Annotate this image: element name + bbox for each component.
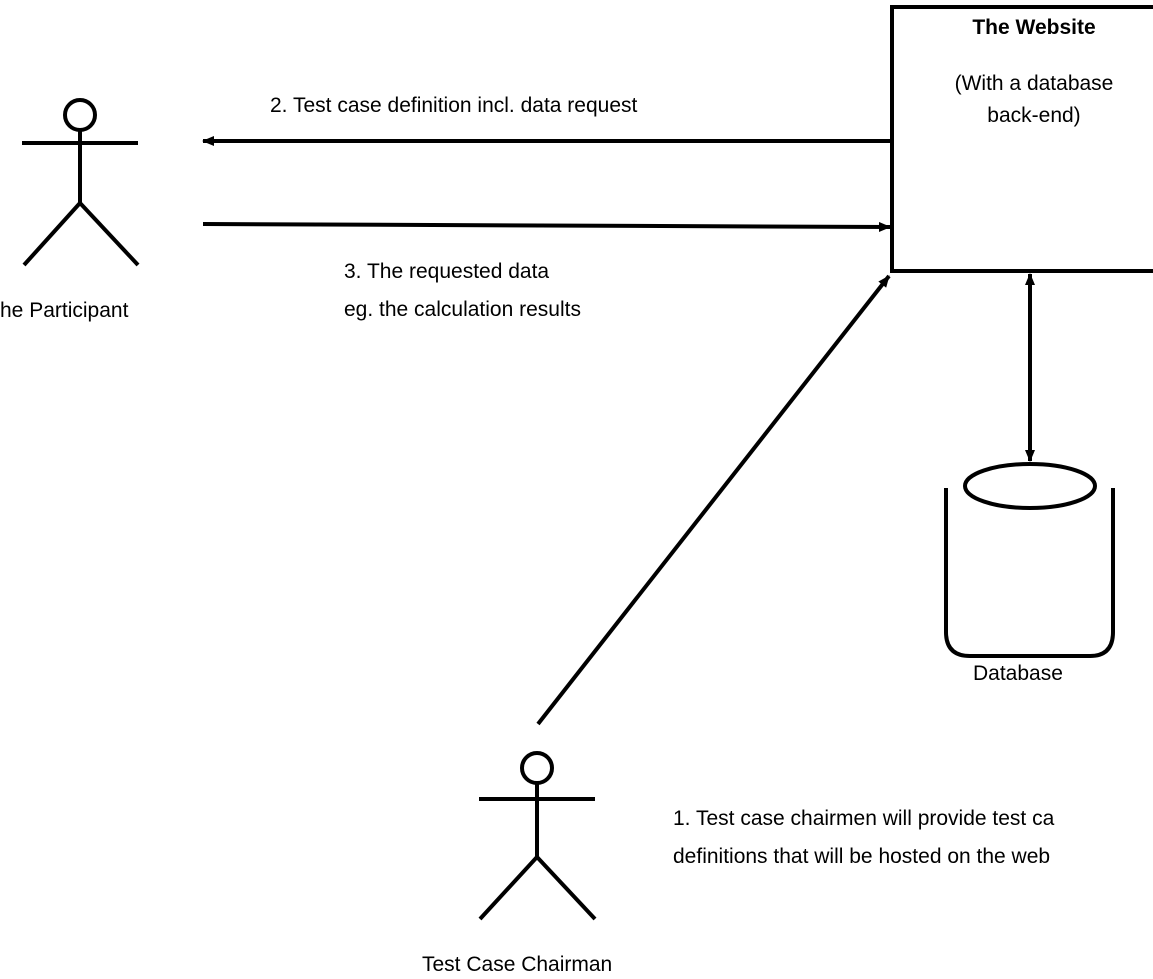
chairman-actor xyxy=(478,751,597,921)
database-cylinder xyxy=(944,462,1115,658)
step1-label-line1: 1. Test case chairmen will provide test … xyxy=(673,807,1055,830)
website-subtitle-line2: back-end) xyxy=(987,104,1081,127)
arrow-step1 xyxy=(536,274,891,726)
step1-label-line2: definitions that will be hosted on the w… xyxy=(673,845,1051,868)
step3-label-line1: 3. The requested data xyxy=(344,260,550,283)
website-box xyxy=(890,5,1153,273)
database-label: Database xyxy=(973,662,1063,685)
chairman-label: Test Case Chairman xyxy=(422,953,613,976)
website-title: The Website xyxy=(972,16,1096,39)
participant-actor xyxy=(22,98,140,267)
website-box-text: The Website (With a database back-end) xyxy=(894,12,1153,132)
participant-label: he Participant xyxy=(0,299,129,322)
step3-label-line2: eg. the calculation results xyxy=(344,298,581,321)
arrow-step3 xyxy=(202,221,891,232)
step2-label: 2. Test case definition incl. data reque… xyxy=(270,94,638,117)
website-subtitle-line1: (With a database xyxy=(954,72,1114,95)
